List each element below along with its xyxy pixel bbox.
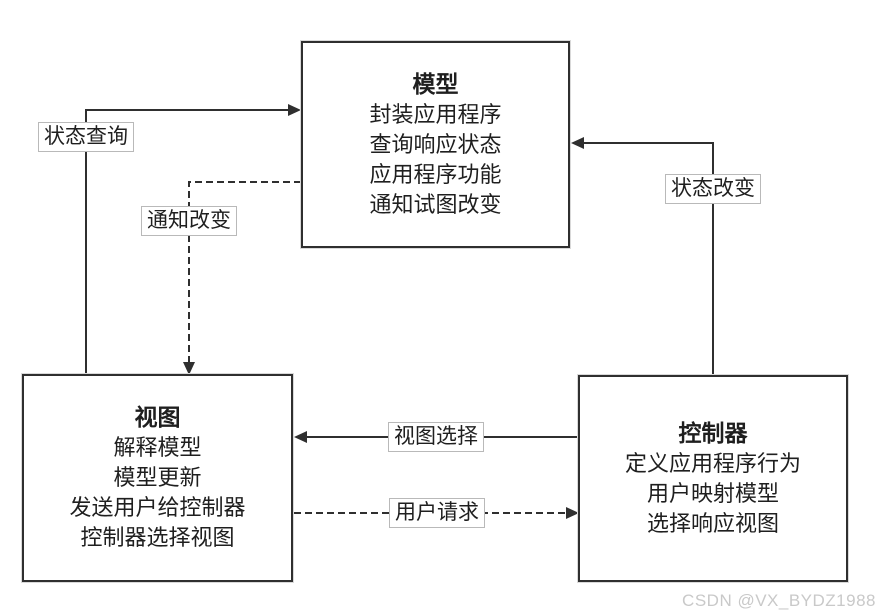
arrowhead-down-icon <box>183 362 195 375</box>
controller-title: 控制器 <box>678 420 748 446</box>
view-line: 发送用户给控制器 <box>69 495 246 520</box>
edge-state-change <box>571 137 714 376</box>
controller-line: 用户映射模型 <box>646 480 779 506</box>
model-line: 封装应用程序 <box>369 101 502 127</box>
model-node: 模型 封装应用程序 查询响应状态 应用程序功能 通知试图改变 <box>301 41 570 248</box>
view-line: 解释模型 <box>113 435 202 460</box>
arrowhead-left-icon <box>571 137 584 149</box>
model-line: 查询响应状态 <box>369 131 502 157</box>
arrowhead-right-icon <box>566 507 579 519</box>
controller-line: 选择响应视图 <box>646 510 779 536</box>
edge-label-user-request: 用户请求 <box>389 498 485 528</box>
edge-label-notify-change: 通知改变 <box>141 206 237 236</box>
view-node: 视图 解释模型 模型更新 发送用户给控制器 控制器选择视图 <box>22 374 293 582</box>
model-line: 应用程序功能 <box>369 161 502 187</box>
arrowhead-left-icon <box>294 431 307 443</box>
edge-notify-change <box>183 181 301 375</box>
view-line: 控制器选择视图 <box>80 525 235 550</box>
edge-label-state-change: 状态改变 <box>665 174 761 204</box>
view-line: 模型更新 <box>113 465 202 490</box>
arrowhead-right-icon <box>288 104 301 116</box>
view-title: 视图 <box>134 405 181 430</box>
controller-node: 控制器 定义应用程序行为 用户映射模型 选择响应视图 <box>578 375 848 582</box>
csdn-watermark: CSDN @VX_BYDZ1988 <box>682 591 876 610</box>
model-line: 通知试图改变 <box>369 191 502 217</box>
model-title: 模型 <box>412 71 459 97</box>
edge-status-query <box>85 104 301 375</box>
controller-line: 定义应用程序行为 <box>624 450 801 476</box>
edge-label-status-query: 状态查询 <box>38 122 134 152</box>
edge-label-view-selection: 视图选择 <box>388 422 484 452</box>
